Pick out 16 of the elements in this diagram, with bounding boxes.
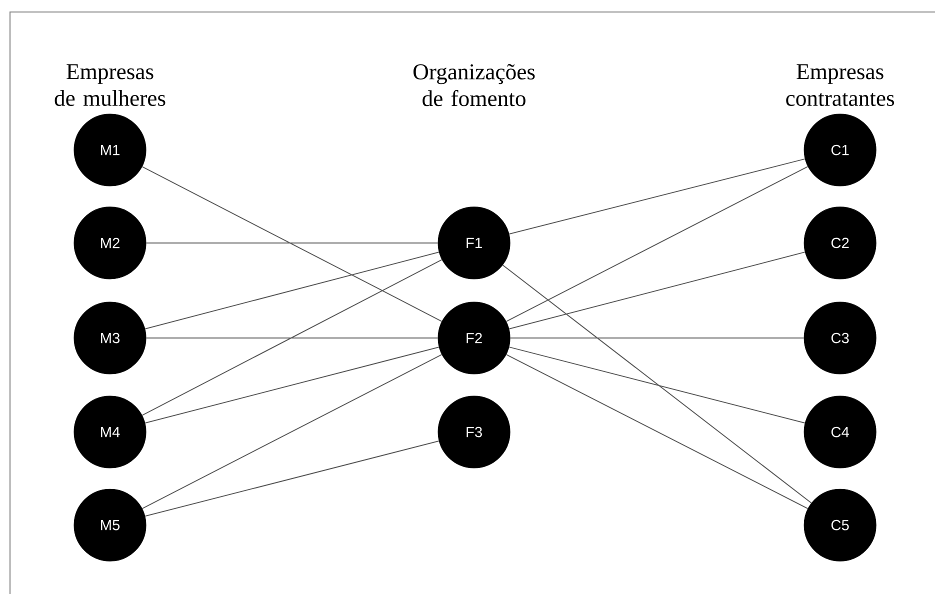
connector-line	[142, 166, 442, 322]
connector-line	[146, 338, 438, 339]
connector-line	[142, 354, 442, 510]
connector-line	[508, 346, 806, 424]
connector-line	[146, 242, 438, 244]
connector-line	[508, 158, 806, 235]
connector-line	[506, 354, 808, 510]
connector-line	[506, 166, 808, 322]
column-heading: Organizações de fomento	[414, 64, 535, 106]
connector-line	[144, 346, 440, 424]
connector-line	[142, 259, 442, 416]
connector-line	[144, 440, 440, 517]
connector-line	[510, 338, 804, 339]
connector-line	[144, 252, 440, 330]
connector-line	[508, 252, 806, 330]
connector-line	[502, 264, 812, 504]
